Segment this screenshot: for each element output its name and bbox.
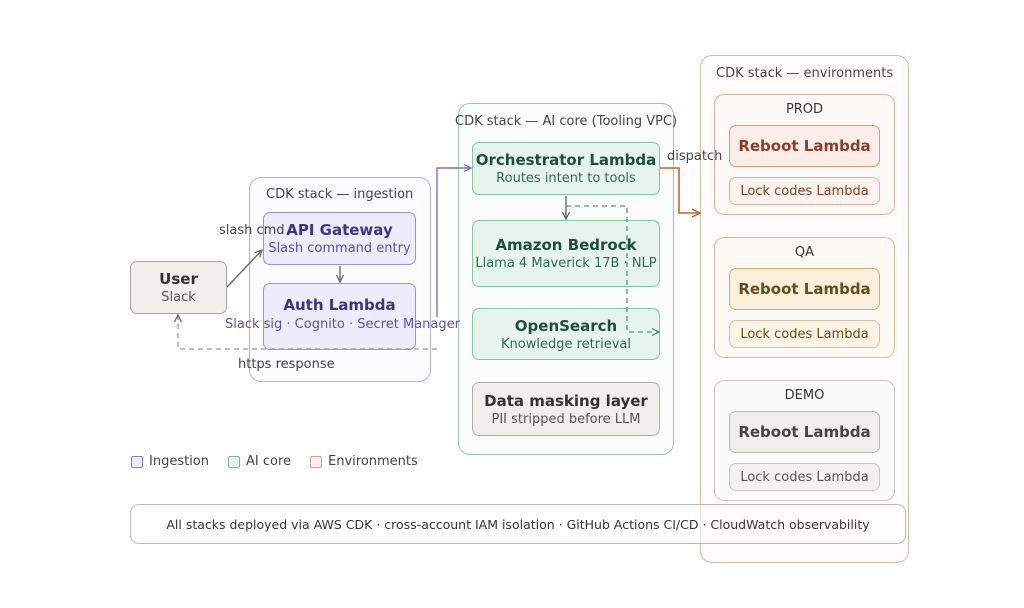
env-prod-label: PROD <box>785 102 824 117</box>
qa-reboot-lambda: Reboot Lambda <box>729 268 880 310</box>
legend-environments-swatch <box>310 456 322 468</box>
user-node: User Slack <box>130 261 227 314</box>
data-masking-sub: PII stripped before LLM <box>491 411 641 427</box>
footer-text: All stacks deployed via AWS CDK · cross-… <box>166 516 870 532</box>
opensearch-sub: Knowledge retrieval <box>501 336 631 352</box>
legend-ingestion-swatch <box>131 456 143 468</box>
prod-lock-label: Lock codes Lambda <box>740 183 869 199</box>
bedrock-sub: Llama 4 Maverick 17B · NLP <box>475 256 657 271</box>
user-sub: Slack <box>161 290 196 305</box>
qa-lock-lambda: Lock codes Lambda <box>729 320 880 348</box>
auth-lambda-sub: Slack sig · Cognito · Secret Manager <box>225 317 460 332</box>
legend-environments-label: Environments <box>328 454 418 469</box>
edge-dispatch <box>660 167 700 213</box>
qa-reboot-label: Reboot Lambda <box>738 280 871 298</box>
demo-reboot-lambda: Reboot Lambda <box>729 411 880 453</box>
prod-lock-lambda: Lock codes Lambda <box>729 177 880 205</box>
prod-reboot-lambda: Reboot Lambda <box>729 125 880 167</box>
legend-ai-core-label: AI core <box>246 454 292 469</box>
edge-label-slash-cmd: slash cmd <box>219 223 285 238</box>
data-masking-title: Data masking layer <box>484 391 648 410</box>
auth-lambda-node <box>263 283 416 350</box>
api-gateway-title: API Gateway <box>286 221 393 239</box>
user-title: User <box>159 270 198 288</box>
edge-auth-to-orchestrator <box>436 168 471 317</box>
bedrock-node: Amazon Bedrock Llama 4 Maverick 17B · NL… <box>472 220 660 287</box>
auth-lambda-title: Auth Lambda <box>283 296 396 314</box>
env-demo-label: DEMO <box>784 388 825 403</box>
opensearch-title: OpenSearch <box>514 316 618 335</box>
ai-core-stack-title: CDK stack — AI core (Tooling VPC) <box>455 114 678 129</box>
legend-ai-core-swatch <box>228 456 240 468</box>
edge-https-response <box>178 315 437 350</box>
edge-label-https-response: https response <box>238 357 335 372</box>
orchestrator-sub: Routes intent to tools <box>496 171 636 186</box>
qa-lock-label: Lock codes Lambda <box>740 326 869 342</box>
edge-user-to-api <box>226 250 262 288</box>
environments-stack-title: CDK stack — environments <box>716 66 894 81</box>
data-masking-node: Data masking layer PII stripped before L… <box>472 382 660 436</box>
demo-lock-label: Lock codes Lambda <box>740 469 869 485</box>
env-qa-label: QA <box>794 245 815 260</box>
legend-ingestion-label: Ingestion <box>149 454 209 469</box>
opensearch-node: OpenSearch Knowledge retrieval <box>472 308 660 360</box>
bedrock-title: Amazon Bedrock <box>495 236 637 254</box>
orchestrator-node: Orchestrator Lambda Routes intent to too… <box>472 142 660 195</box>
footer-banner: All stacks deployed via AWS CDK · cross-… <box>130 504 906 544</box>
ingestion-stack-title: CDK stack — ingestion <box>266 187 414 202</box>
api-gateway-node: API Gateway Slash command entry <box>263 212 416 265</box>
edge-orchestrator-to-opensearch <box>566 205 659 332</box>
api-gateway-sub: Slash command entry <box>268 241 411 256</box>
demo-reboot-label: Reboot Lambda <box>738 423 871 441</box>
prod-reboot-label: Reboot Lambda <box>738 137 871 155</box>
demo-lock-lambda: Lock codes Lambda <box>729 463 880 491</box>
orchestrator-title: Orchestrator Lambda <box>475 151 657 169</box>
edge-label-dispatch: dispatch <box>667 149 723 164</box>
